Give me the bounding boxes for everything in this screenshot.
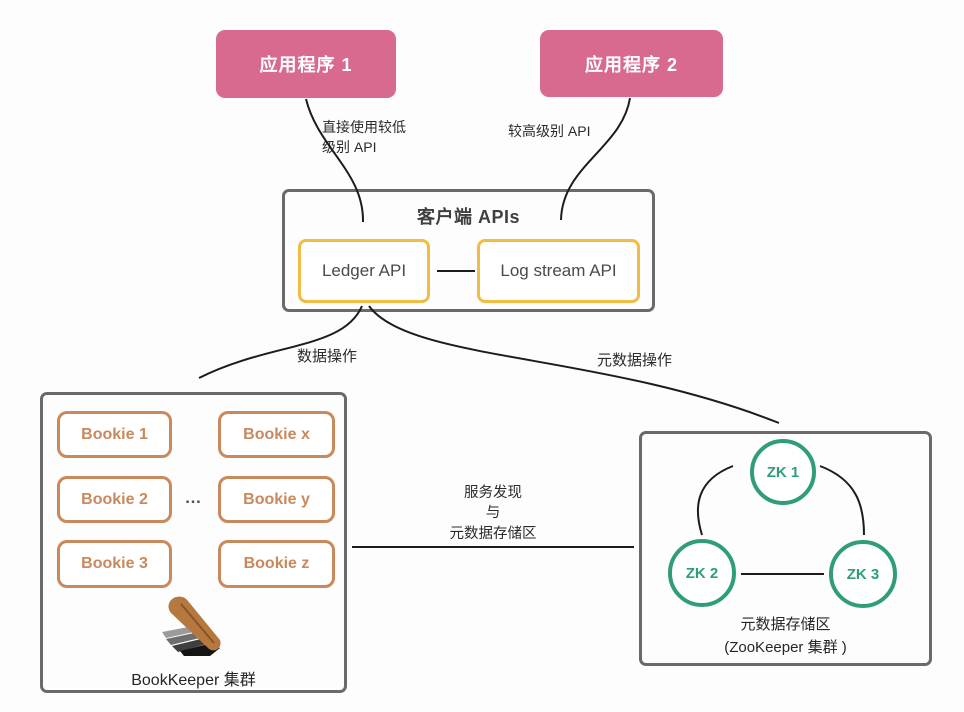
application-1-label: 应用程序 1 bbox=[259, 55, 353, 75]
bookie-y-node: Bookie y bbox=[218, 476, 335, 523]
bookie-z-label: Bookie z bbox=[243, 555, 310, 572]
edge-data-ops-arrow bbox=[198, 305, 363, 379]
bookie-2-label: Bookie 2 bbox=[81, 490, 148, 508]
application-1-node: 应用程序 1 bbox=[216, 30, 396, 98]
bookie-3-label: Bookie 3 bbox=[81, 555, 148, 572]
zk-3-node: ZK 3 bbox=[829, 540, 897, 608]
zk-3-label: ZK 3 bbox=[846, 565, 880, 583]
bookkeeper-logo-icon bbox=[162, 596, 221, 656]
application-2-node: 应用程序 2 bbox=[540, 30, 723, 97]
zk-1-label: ZK 1 bbox=[766, 463, 800, 481]
service-discovery-label-line3: 元数据存储区 bbox=[449, 525, 537, 542]
edge-app1-api-label-line1: 直接使用较低 bbox=[322, 119, 406, 135]
ledger-api-node: Ledger API bbox=[298, 239, 430, 303]
zookeeper-cluster-label-line1: 元数据存储区 bbox=[740, 616, 831, 633]
edge-app2-api-label: 较高级别 API bbox=[508, 123, 591, 139]
bookies-ellipsis: … bbox=[184, 488, 202, 507]
edge-app1-api-label: 直接使用较低 级别 API bbox=[322, 118, 406, 157]
bookie-1-label: Bookie 1 bbox=[81, 425, 148, 443]
edge-metadata-ops-arrow bbox=[368, 305, 780, 424]
bookie-1-node: Bookie 1 bbox=[57, 411, 172, 458]
service-discovery-label-line1: 服务发现 bbox=[464, 485, 522, 501]
bookie-z-node: Bookie z bbox=[218, 540, 335, 588]
zk-1-node: ZK 1 bbox=[750, 439, 816, 505]
log-stream-api-label: Log stream API bbox=[500, 261, 617, 280]
zk-2-node: ZK 2 bbox=[668, 539, 736, 607]
zk-2-label: ZK 2 bbox=[685, 564, 719, 582]
application-2-label: 应用程序 2 bbox=[584, 54, 678, 75]
bookie-y-label: Bookie y bbox=[243, 490, 310, 508]
service-discovery-label-line2: 与 bbox=[485, 505, 501, 522]
bookie-x-label: Bookie x bbox=[243, 425, 310, 443]
bookie-2-node: Bookie 2 bbox=[57, 476, 172, 523]
edge-data-ops-label: 数据操作 bbox=[297, 348, 358, 365]
bookie-3-node: Bookie 3 bbox=[57, 540, 172, 588]
log-stream-api-node: Log stream API bbox=[477, 239, 640, 303]
zookeeper-cluster-label-line2: (ZooKeeper 集群 ) bbox=[724, 639, 847, 656]
bookkeeper-cluster-label: BookKeeper 集群 bbox=[131, 672, 256, 689]
service-discovery-label: 服务发现 与 元数据存储区 bbox=[403, 483, 583, 544]
bookie-x-node: Bookie x bbox=[218, 411, 335, 458]
ledger-api-label: Ledger API bbox=[321, 261, 407, 280]
client-apis-title: 客户端 APIs bbox=[416, 207, 521, 227]
edge-metadata-ops-label: 元数据操作 bbox=[597, 352, 673, 369]
edge-app1-api-label-line2: 级别 API bbox=[322, 138, 377, 155]
